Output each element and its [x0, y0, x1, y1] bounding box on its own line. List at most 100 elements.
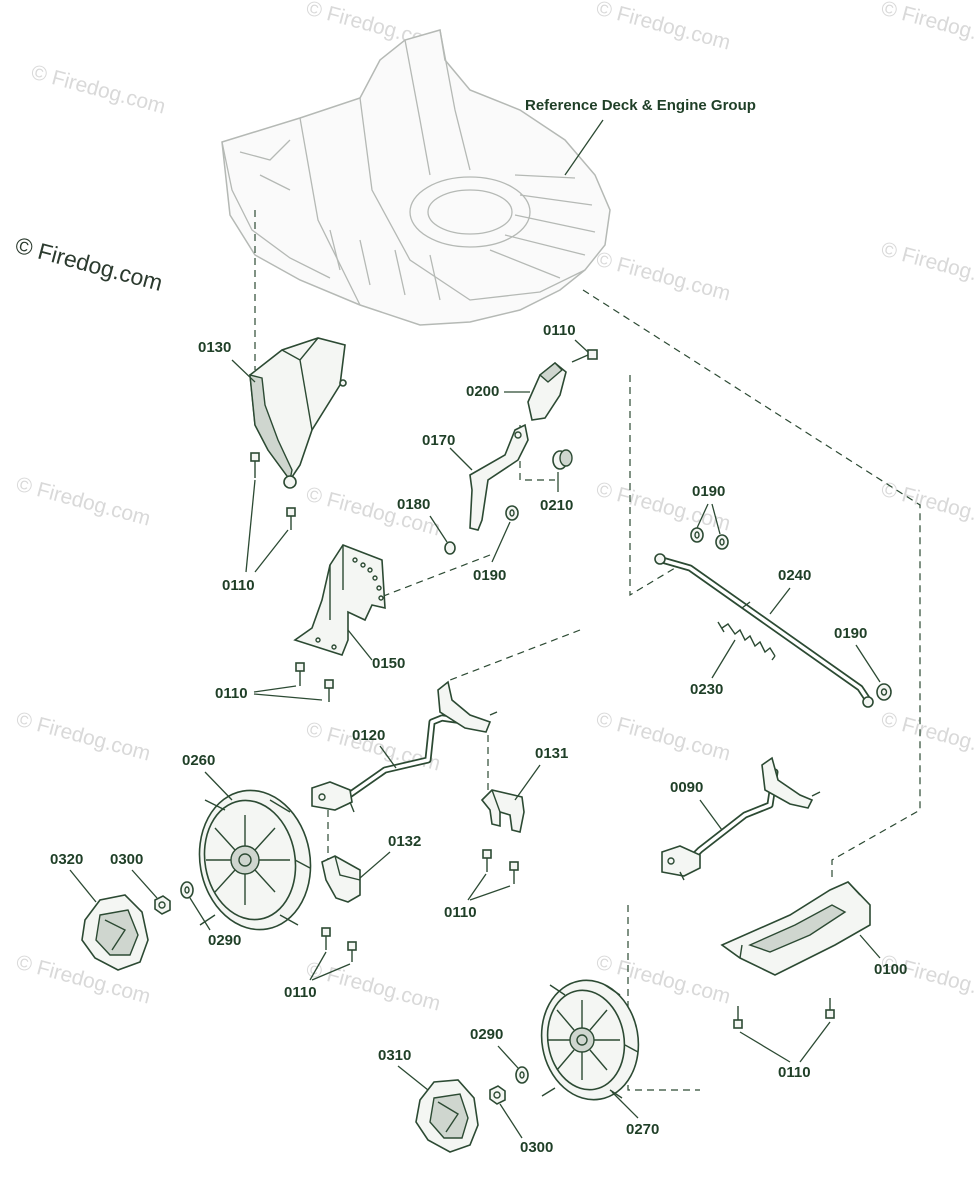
part-0300-nut-b[interactable]	[489, 1085, 506, 1105]
leader-0110-b	[254, 529, 289, 573]
leader-0300-b	[499, 1103, 523, 1139]
part-0200-knob[interactable]	[527, 361, 567, 421]
part-0130-chute[interactable]	[249, 337, 347, 489]
part-0190-washer-c[interactable]	[876, 683, 892, 701]
label-0270: 0270	[626, 1121, 659, 1138]
leader-0240	[769, 587, 791, 615]
label-0190-a: 0190	[473, 567, 506, 584]
label-0131: 0131	[535, 745, 568, 762]
label-0090: 0090	[670, 779, 703, 796]
leader-0190-b2	[711, 503, 721, 535]
part-0300-nut-a[interactable]	[154, 895, 171, 915]
reference-leader	[564, 119, 604, 176]
watermark-text: © Firedog.com	[879, 478, 975, 536]
part-0230-spring[interactable]	[717, 621, 776, 661]
leader-0110-d2	[253, 693, 323, 701]
bolt-0110-g[interactable]	[733, 998, 835, 1029]
label-0290-a: 0290	[208, 932, 241, 949]
label-0150: 0150	[372, 655, 405, 672]
watermark-text: © Firedog.com	[879, 951, 975, 1009]
label-0180: 0180	[397, 496, 430, 513]
label-0300-b: 0300	[520, 1139, 553, 1156]
watermark-text: © Firedog.com	[304, 958, 443, 1016]
part-0260-wheel[interactable]	[189, 782, 322, 939]
part-0132-bracket[interactable]	[321, 855, 361, 903]
leader-0110-d1	[253, 685, 297, 693]
watermark-text: © Firedog.com	[29, 61, 168, 119]
leader-0120	[379, 745, 397, 769]
leader-0110-g1	[739, 1031, 791, 1063]
leader-0230	[711, 639, 736, 679]
watermark-text: © Firedog.com	[594, 248, 733, 306]
leader-0110-c	[574, 339, 589, 353]
leader-0150	[347, 629, 373, 661]
part-0190-washer-a[interactable]	[505, 505, 519, 521]
part-0150-bracket[interactable]	[293, 544, 386, 656]
label-0240: 0240	[778, 567, 811, 584]
watermark-text: © Firedog.com	[879, 238, 975, 296]
part-0090-axle[interactable]	[661, 756, 821, 881]
part-0131-bracket[interactable]	[480, 789, 525, 833]
leader-0260	[204, 771, 233, 801]
part-0170-lever[interactable]	[469, 423, 529, 531]
part-0120-axle[interactable]	[311, 680, 498, 813]
label-0290-b: 0290	[470, 1026, 503, 1043]
bolt-0110-d[interactable]	[295, 662, 334, 702]
label-0320: 0320	[50, 851, 83, 868]
label-0190-c: 0190	[834, 625, 867, 642]
leader-0310	[397, 1065, 429, 1091]
part-0290-washer-a[interactable]	[180, 881, 194, 899]
label-0110-a: 0110	[222, 577, 255, 594]
leader-0290-b	[497, 1045, 519, 1069]
watermark-text: © Firedog.com	[14, 708, 153, 766]
label-0110-g: 0110	[778, 1064, 811, 1081]
leader-0131	[514, 764, 541, 801]
bolt-0110-c[interactable]	[571, 349, 598, 363]
leader-0290-a	[189, 897, 211, 931]
watermark-logo-text: © Firedog.com	[13, 232, 166, 296]
leader-0110-a	[245, 479, 256, 573]
bolt-0110-a[interactable]	[250, 452, 260, 478]
leader-0090	[699, 799, 723, 831]
label-0230: 0230	[690, 681, 723, 698]
leader-0190-c	[855, 644, 881, 683]
part-0240-rod[interactable]	[654, 553, 874, 708]
bolt-0110-e[interactable]	[482, 849, 519, 884]
leader-0110-g2	[799, 1021, 831, 1063]
part-0100-bracket[interactable]	[720, 881, 871, 976]
label-0190-b: 0190	[692, 483, 725, 500]
label-0110-e: 0110	[444, 904, 477, 921]
label-0132: 0132	[388, 833, 421, 850]
part-0210-spacer[interactable]	[552, 449, 573, 470]
bolt-0110-f[interactable]	[321, 927, 357, 962]
part-0190-washers-b[interactable]	[690, 527, 729, 550]
leader-0300-a	[131, 869, 158, 899]
leader-0190-a	[491, 521, 511, 563]
part-0270-wheel[interactable]	[532, 973, 647, 1108]
leader-0130	[231, 359, 256, 383]
part-0180-washer[interactable]	[444, 541, 456, 555]
part-0320-hubcap[interactable]	[81, 894, 149, 971]
reference-deck-engine-label: Reference Deck & Engine Group	[525, 97, 756, 114]
watermark-text: © Firedog.com	[879, 708, 975, 766]
part-0290-washer-b[interactable]	[515, 1066, 529, 1084]
leader-0110-e2	[469, 885, 511, 901]
label-0110-d: 0110	[215, 685, 248, 702]
label-0300-a: 0300	[110, 851, 143, 868]
label-0110-c: 0110	[543, 322, 576, 339]
label-0120: 0120	[352, 727, 385, 744]
leader-0180	[429, 515, 448, 543]
deck-housing	[221, 29, 611, 326]
leader-0100	[859, 934, 881, 959]
label-0170: 0170	[422, 432, 455, 449]
label-0210: 0210	[540, 497, 573, 514]
leader-0110-e1	[467, 873, 487, 901]
leader-0170	[449, 447, 473, 471]
leader-0110-f2	[311, 963, 351, 981]
part-0310-hubcap[interactable]	[415, 1079, 479, 1153]
watermark-text: © Firedog.com	[14, 473, 153, 531]
bolt-0110-b[interactable]	[286, 507, 296, 530]
leader-0110-f1	[309, 951, 327, 981]
label-0130: 0130	[198, 339, 231, 356]
